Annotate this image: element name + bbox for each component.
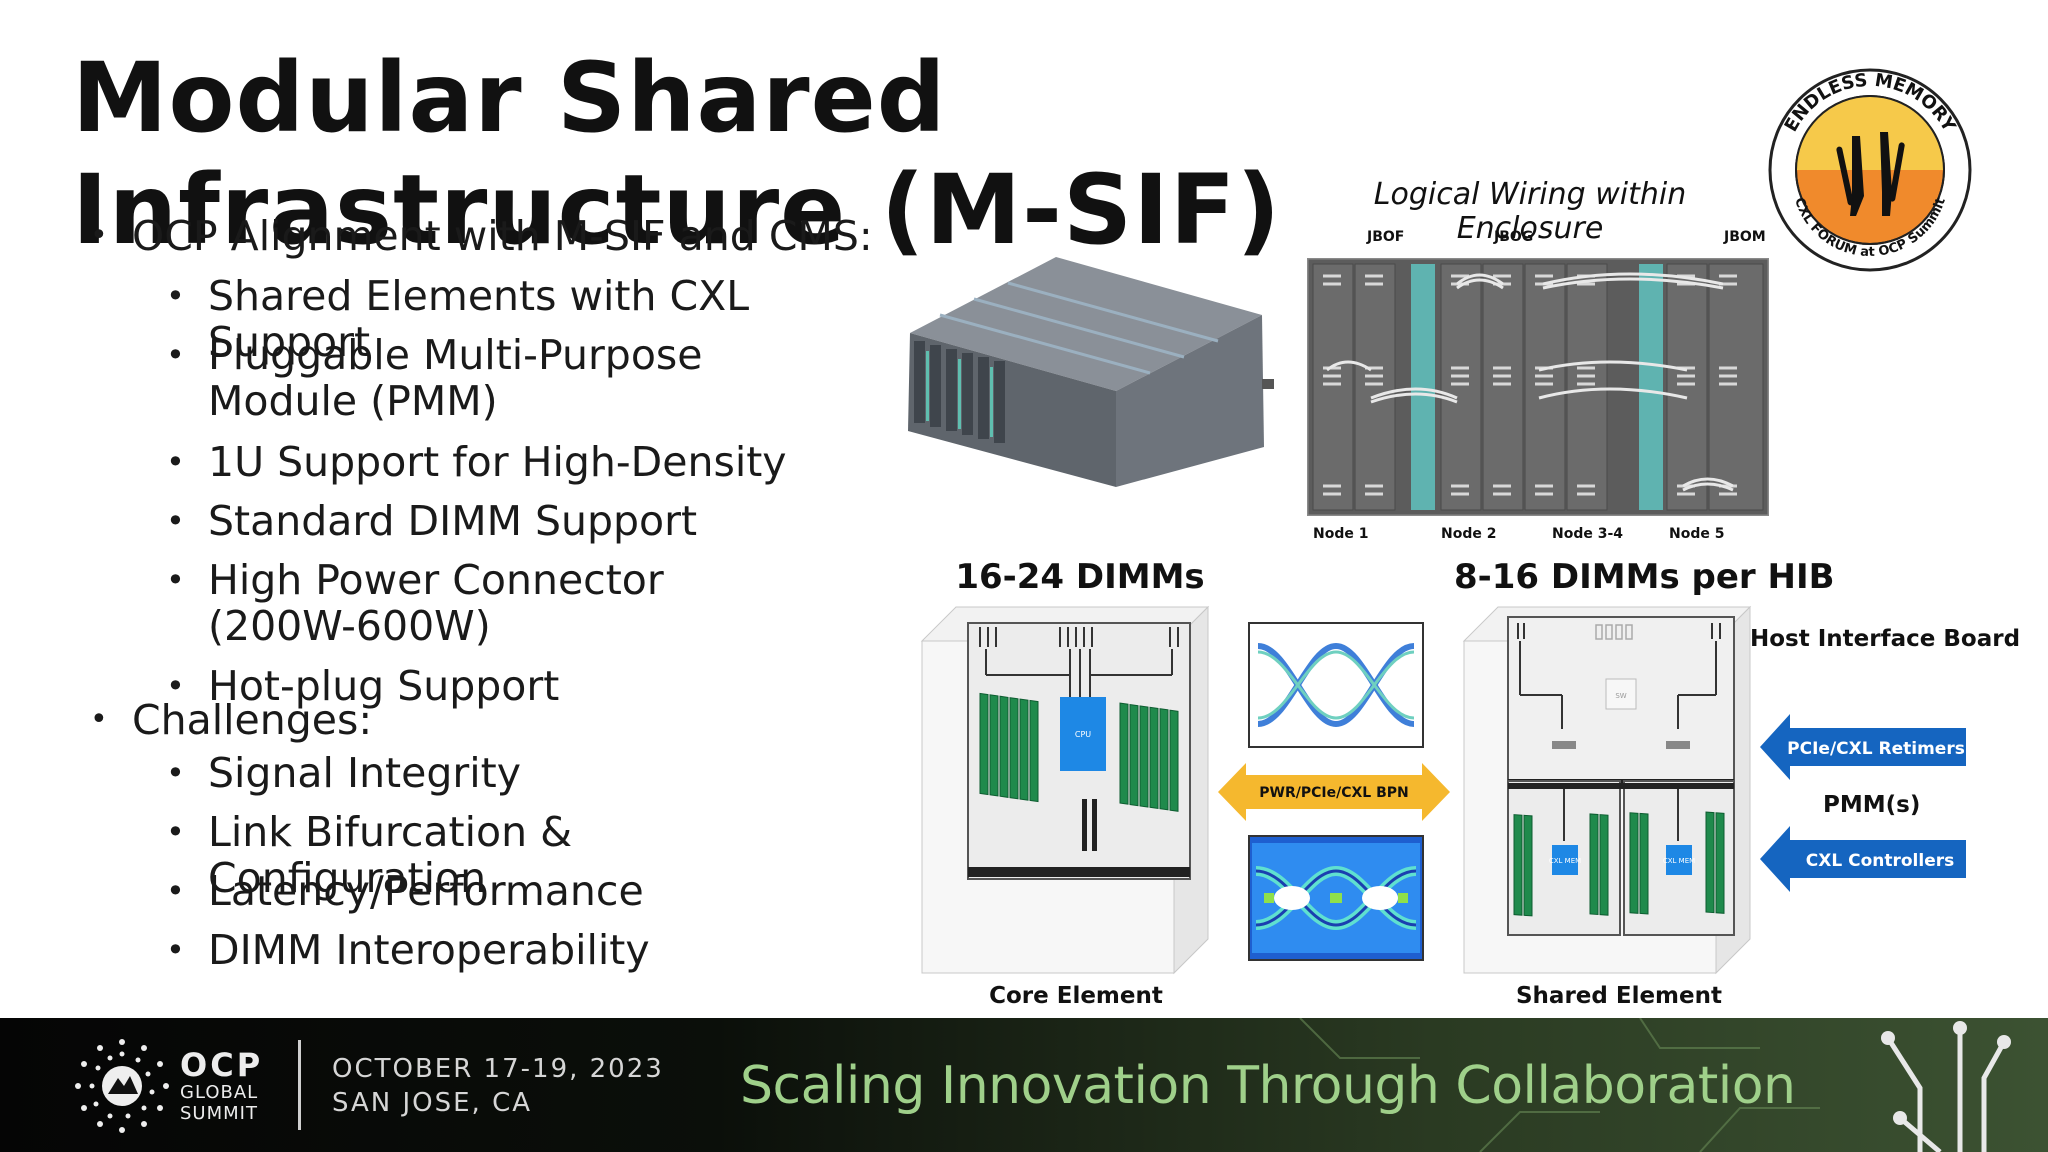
brand-summit: SUMMIT [180, 1103, 258, 1124]
bullet-challenges-label: Challenges: [132, 696, 373, 744]
cxl-mem-label-right: CXL MEM [1663, 857, 1695, 865]
controllers-arrow: CXL Controllers [1760, 826, 1966, 892]
core-heading: 16-24 DIMMs per Host [955, 557, 1205, 597]
label-jbof: JBOF [1367, 229, 1405, 245]
footer-tagline: Scaling Innovation Through Collaboration [740, 1056, 1796, 1116]
pmm-label: PMM(s) [1823, 792, 1921, 818]
circuit-background [0, 1018, 2048, 1152]
bpn-label: PWR/PCIe/CXL BPN [1259, 785, 1408, 801]
event-location: SAN JOSE, CA [332, 1088, 533, 1118]
eye-diagram-bottom [1248, 835, 1424, 961]
event-info: OCTOBER 17-19, 2023 SAN JOSE, CA [332, 1052, 664, 1120]
label-node-3-4: Node 3-4 [1552, 526, 1624, 542]
retimers-arrow: PCIe/CXL Retimers [1760, 714, 1966, 780]
bpn-double-arrow: PWR/PCIe/CXL BPN [1218, 763, 1450, 821]
core-element-diagram: CPU [920, 605, 1210, 975]
chassis-render [908, 257, 1274, 487]
label-jbog: JBOG [1494, 229, 1534, 245]
brand-ocp: OCP [180, 1046, 264, 1084]
label-node-1: Node 1 [1313, 526, 1369, 542]
endless-memory-badge: ENDLESS MEMORY CXL FORUM at OCP Summit [1768, 68, 1972, 272]
ocp-brand: OCP GLOBAL SUMMIT [180, 1048, 263, 1124]
event-date: OCTOBER 17-19, 2023 [332, 1054, 664, 1084]
label-node-2: Node 2 [1441, 526, 1497, 542]
ocp-starburst-logo [75, 1039, 169, 1133]
cxl-mem-label-left: CXL MEM [1549, 857, 1581, 865]
page-title: Modular Shared Infrastructure (M-SIF) [72, 42, 1282, 266]
shared-element-diagram: SW CXL MEM CXL MEM [1462, 605, 1752, 975]
logical-wiring-caption: Logical Wiring within Enclosure [1373, 177, 1687, 246]
retimers-label: PCIe/CXL Retimers [1787, 739, 1965, 759]
shared-element-caption: Shared Element [1515, 983, 1722, 1009]
cpu-label: CPU [1075, 730, 1091, 739]
logical-wiring-panel [1307, 258, 1769, 516]
footer-divider [298, 1040, 301, 1130]
controllers-label: CXL Controllers [1806, 851, 1954, 871]
sw-label: SW [1615, 692, 1626, 700]
core-element-caption: Core Element [989, 983, 1163, 1009]
label-jbom: JBOM [1724, 229, 1766, 245]
host-interface-board-label: Host Interface Board [1750, 626, 2021, 652]
eye-diagram-top [1248, 622, 1424, 748]
footer-banner: OCP GLOBAL SUMMIT OCTOBER 17-19, 2023 SA… [0, 1018, 2048, 1152]
shared-heading: 8-16 DIMMs per HIB [1454, 557, 1835, 597]
brand-global: GLOBAL [180, 1082, 259, 1103]
label-node-5: Node 5 [1669, 526, 1725, 542]
bullet-alignment-label: OCP Alignment with M-SIF and CMS: [132, 212, 873, 260]
